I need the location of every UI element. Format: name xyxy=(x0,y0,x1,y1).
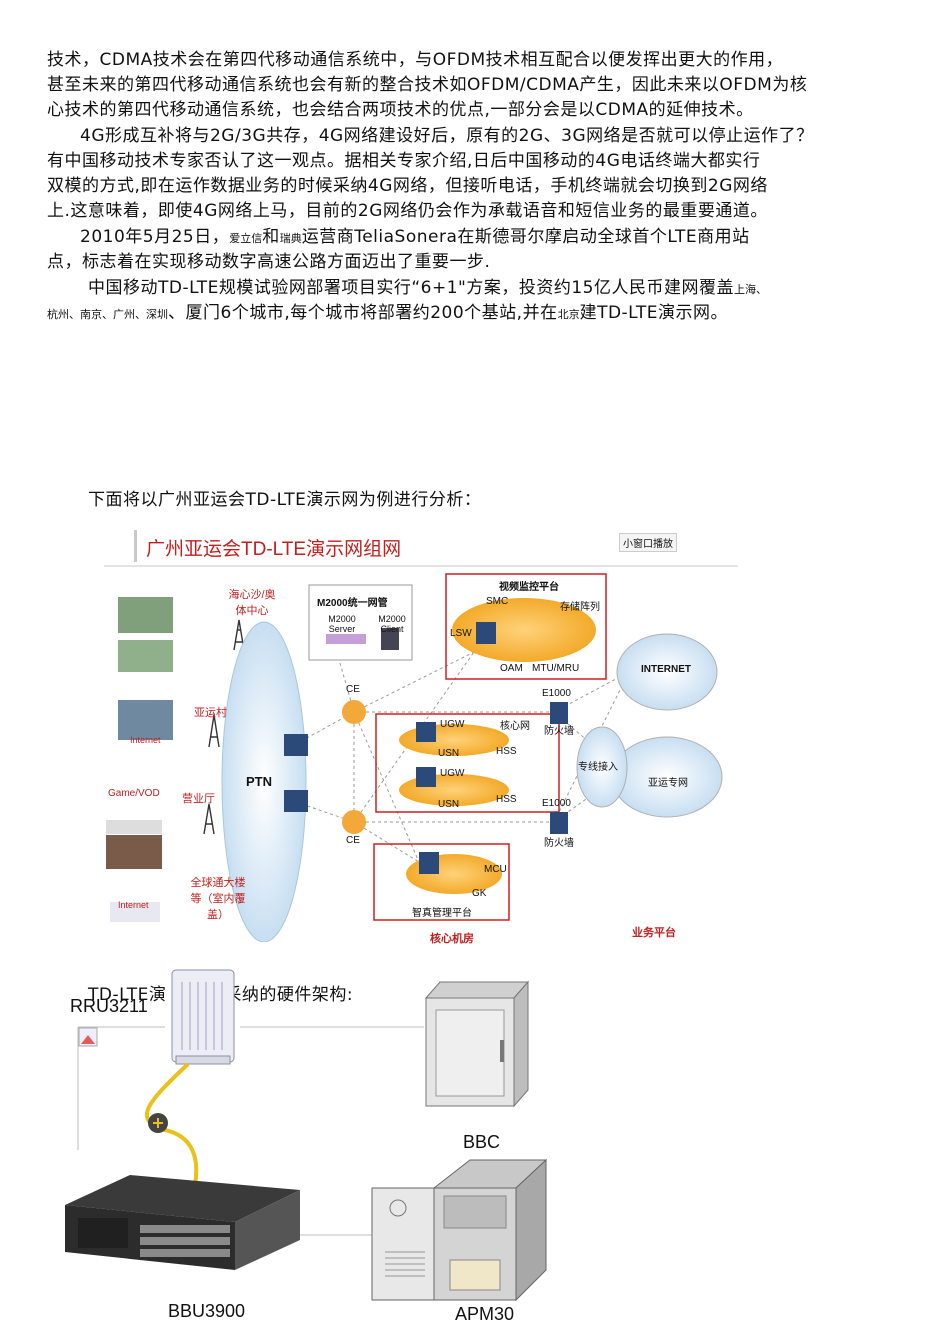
telepresence-label: 智真管理平台 xyxy=(412,908,472,919)
leased-line-label: 专线接入 xyxy=(578,762,618,773)
site-label: 营业厅 xyxy=(182,793,215,805)
asian-net-label: 亚运专网 xyxy=(648,778,688,789)
storage-label: 存储阵列 xyxy=(560,602,600,613)
internet-label: INTERNET xyxy=(641,664,691,675)
ugw-label: UGW xyxy=(440,768,465,779)
text-run: 运营商TeliaSonera在斯德哥尔摩启动全球首个LTE商用站 xyxy=(301,227,750,247)
city-list: 杭州、南京、广州、深圳 xyxy=(47,308,168,321)
gk-label: GK xyxy=(472,888,487,899)
text-run: 、厦门6个城市,每个城市将部署约200个基站,并在 xyxy=(168,303,558,323)
ce-label: CE xyxy=(346,684,360,695)
oam-label: OAM xyxy=(500,663,523,674)
site-label: 亚运村 xyxy=(194,707,227,719)
text-run: 和 xyxy=(262,227,280,247)
mtu-label: MTU/MRU xyxy=(532,663,580,674)
paragraph-line: 中国移动TD-LTE规模试验网部署项目实行“6+1"方案，投资约15亿人民币建网… xyxy=(88,276,918,302)
mcu-label: MCU xyxy=(484,864,507,875)
rru-label: RRU3211 xyxy=(70,996,148,1016)
paragraph-line: 上.这意味着，即使4G网络上马，目前的2G网络仍会作为承载语音和短信业务的最重要… xyxy=(47,201,768,221)
m2000-client-label: M2000 Client xyxy=(378,614,406,634)
link-shanghai: 上海、 xyxy=(734,283,767,296)
text-run: 采纳的硬件架构: xyxy=(224,985,354,1005)
game-vod-label: Game/VOD xyxy=(108,788,160,799)
paragraph-line: 双模的方式,即在运作数据业务的时候采纳4G网络，但接听电话，手机终端就会切换到2… xyxy=(47,176,768,196)
video-platform-title: 视频监控平台 xyxy=(499,582,559,593)
m2000-title: M2000统一网管 xyxy=(317,598,388,609)
text-run: 中国移动TD-LTE规模试验网部署项目实行“6+1"方案，投资约15亿人民币建网… xyxy=(88,278,734,298)
text-run: TD-LTE演 xyxy=(88,985,167,1005)
paragraph-line: 杭州、南京、广州、深圳、厦门6个城市,每个城市将部署约200个基站,并在北京建T… xyxy=(47,301,909,327)
diagram-title: 广州亚运会TD-LTE演示网组网 xyxy=(146,539,402,560)
paragraph-line: 心技术的第四代移动通信系统，也会结合两项技术的优点,一部分会是以CDMA的延伸技… xyxy=(47,100,754,120)
site-label: 全球通大楼等（室内覆盖） xyxy=(190,877,246,921)
core-room-label: 核心机房 xyxy=(430,933,474,945)
network-diagram: 广州亚运会TD-LTE演示网组网 小窗口播放 海心沙/奥体中心 亚运村 营业厅 … xyxy=(104,522,738,945)
m2000-server-label: M2000 Server xyxy=(328,614,356,634)
ugw-label: UGW xyxy=(440,719,465,730)
firewall-label: 防火墙 xyxy=(544,726,574,737)
site-label: 海心沙/奥体中心 xyxy=(228,589,276,617)
paragraph-line: 点，标志着在实现移动数字高速公路方面迈出了重要一步. xyxy=(47,252,491,272)
link-beijing: 北京 xyxy=(557,308,580,321)
bbc-label: BBC xyxy=(463,1132,501,1152)
smc-label: SMC xyxy=(486,596,509,607)
paragraph-line: 甚至未来的第四代移动通信系统也会有新的整合技术如OFDM/CDMA产生，因此未来… xyxy=(47,75,808,95)
e1000-label: E1000 xyxy=(542,798,571,809)
text-run: 建TD-LTE演示网。 xyxy=(579,303,728,323)
hardware-diagram: RRU3211 BBC BBU3900 APM30 xyxy=(0,960,950,1344)
link-sweden: 瑞典 xyxy=(279,232,302,245)
usn-label: USN xyxy=(438,748,460,759)
e1000-label: E1000 xyxy=(542,688,571,699)
paragraph-line: 技术，CDMA技术会在第四代移动通信系统中，与OFDM技术相互配合以便发挥出更大… xyxy=(47,50,784,70)
figure-intro: 下面将以广州亚运会TD-LTE演示网为例进行分析： xyxy=(88,490,482,510)
internet-small-label: Internet xyxy=(130,735,161,745)
usn-label: USN xyxy=(438,799,460,810)
service-platform-label: 业务平台 xyxy=(632,927,676,939)
bbu-label: BBU3900 xyxy=(168,1301,246,1321)
small-window-button[interactable]: 小窗口播放 xyxy=(619,533,677,552)
link-ericsson: 爱立信 xyxy=(229,232,263,245)
text-run: 2010年5月25日， xyxy=(80,227,230,247)
hss-label: HSS xyxy=(496,746,517,757)
paragraph-line: 有中国移动技术专家否认了这一观点。据相关专家介绍,日后中国移动的4G电话终端大都… xyxy=(47,151,761,171)
apm-label: APM30 xyxy=(455,1304,515,1324)
ptn-label: PTN xyxy=(246,774,272,789)
firewall-label: 防火墙 xyxy=(544,838,574,849)
internet-small-label: Internet xyxy=(118,900,149,910)
hss-label: HSS xyxy=(496,794,517,805)
ce-label: CE xyxy=(346,835,360,846)
paragraph-line: 2010年5月25日，爱立信和瑞典运营商TeliaSonera在斯德哥尔摩启动全… xyxy=(80,225,920,251)
core-net-label: 核心网 xyxy=(500,721,530,732)
figure-intro: TD-LTE演 采纳的硬件架构: xyxy=(88,983,588,1008)
paragraph-line: 4G形成互补将与2G/3G共存，4G网络建设好后，原有的2G、3G网络是否就可以… xyxy=(80,126,814,146)
lsw-label: LSW xyxy=(450,628,472,639)
